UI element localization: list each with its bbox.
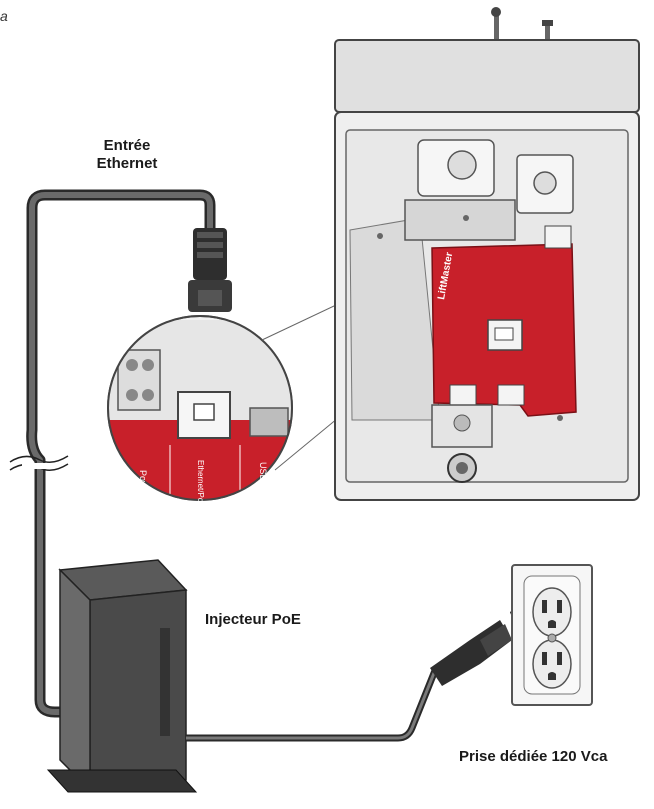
power-cord [186,620,512,742]
poe-injector-label: Injecteur PoE [205,611,301,628]
corner-mark: a [0,8,8,24]
opener-enclosure [334,7,640,501]
poe-injector [46,559,198,793]
ethernet-cable [9,189,216,718]
ethernet-input-label: Entrée Ethernet [72,137,182,173]
outlet-label: Prise dédiée 120 Vca [459,748,608,765]
ethernet-input-label-line1: Entrée [103,137,151,154]
rj45-plug [188,228,232,312]
ethernet-input-label-line2: Ethernet [96,155,158,172]
port-label-power: Power [138,470,148,496]
port-label-usb: USB 1 [258,462,268,488]
wall-outlet [511,564,593,706]
port-label-ethernet: Ethernet/PoE [196,460,205,508]
